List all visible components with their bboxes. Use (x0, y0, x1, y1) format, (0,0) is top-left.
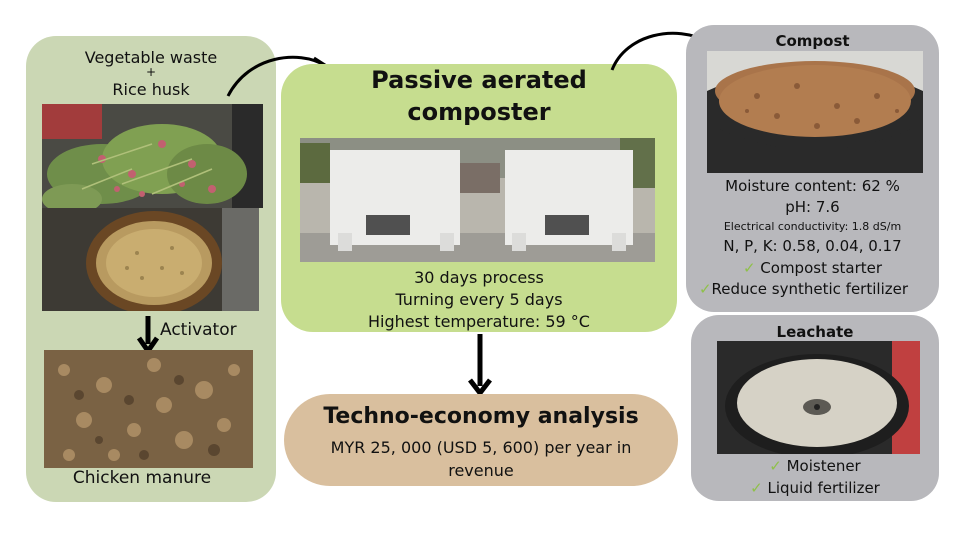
down-arrow-icon (136, 316, 160, 354)
revenue-line1: MYR 25, 000 (USD 5, 600) per year in (330, 438, 632, 457)
npk-values: N, P, K: 0.58, 0.04, 0.17 (723, 237, 902, 255)
rice-husk-photo (42, 208, 259, 311)
check-icon: ✓ (750, 479, 763, 497)
composter-title-line1: Passive aerated (371, 66, 587, 94)
compost-photo (707, 51, 923, 173)
compost-use-fertilizer: ✓Reduce synthetic fertilizer (668, 280, 939, 298)
process-duration: 30 days process (414, 268, 544, 287)
leachate-use-fertilizer-label: Liquid fertilizer (767, 479, 880, 497)
compost-use-starter-label: Compost starter (760, 259, 883, 277)
vegetable-waste-photo (42, 104, 263, 208)
rice-husk-label: Rice husk (112, 80, 190, 99)
plus-sign: + (145, 65, 157, 79)
chicken-manure-photo (44, 350, 253, 468)
moisture-content: Moisture content: 62 % (725, 177, 900, 195)
leachate-photo (717, 341, 920, 454)
ph-value: pH: 7.6 (785, 198, 840, 216)
composter-photo (300, 138, 655, 262)
leachate-use-fertilizer: ✓ Liquid fertilizer (691, 479, 939, 497)
activator-label: Activator (160, 320, 237, 340)
leachate-title: Leachate (776, 323, 854, 341)
vegetable-waste-label: Vegetable waste (84, 48, 218, 67)
leachate-use-moistener-label: Moistener (786, 457, 861, 475)
check-icon: ✓ (698, 280, 712, 298)
down-arrow-icon (468, 334, 492, 396)
highest-temperature: Highest temperature: 59 °C (368, 312, 590, 331)
check-icon: ✓ (742, 259, 756, 277)
check-icon: ✓ (769, 457, 782, 475)
chicken-manure-label: Chicken manure (72, 468, 212, 488)
compost-use-fertilizer-label: Reduce synthetic fertilizer (711, 280, 909, 298)
techno-economy-title: Techno-economy analysis (323, 404, 639, 429)
compost-use-starter: ✓ Compost starter (686, 259, 939, 277)
turning-frequency: Turning every 5 days (395, 290, 563, 309)
composter-title-line2: composter (407, 98, 551, 126)
electrical-conductivity: Electrical conductivity: 1.8 dS/m (723, 220, 902, 233)
techno-economy-panel (284, 394, 678, 486)
compost-title: Compost (775, 32, 850, 50)
leachate-use-moistener: ✓ Moistener (691, 457, 939, 475)
revenue-line2: revenue (448, 461, 514, 480)
